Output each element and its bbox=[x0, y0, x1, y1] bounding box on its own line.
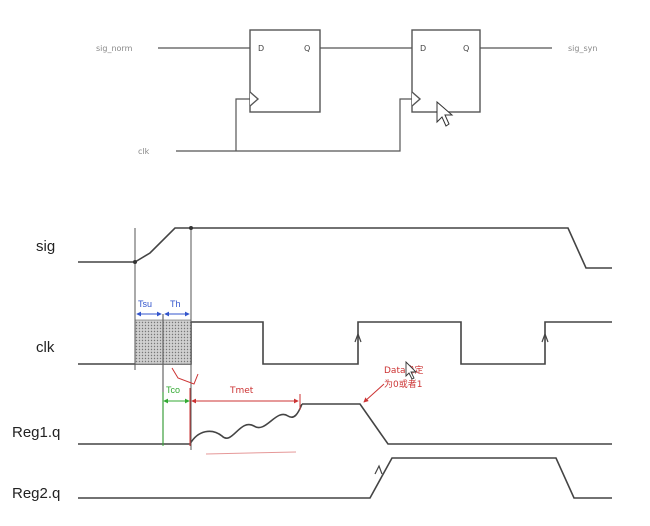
metastable-pointer bbox=[171, 367, 199, 385]
mouse-cursor-icon bbox=[405, 360, 418, 380]
waveform-reg1q bbox=[78, 403, 612, 445]
flip-flop-2 bbox=[411, 29, 481, 113]
note-line-1: Data稳定 bbox=[384, 364, 424, 376]
clk-edge-arrow-icon bbox=[354, 332, 362, 343]
tmet-underline bbox=[205, 451, 297, 455]
sig-marker bbox=[189, 226, 193, 230]
clock-port-label: clk bbox=[138, 147, 150, 156]
input-port-label: sig_norm bbox=[96, 44, 133, 53]
sig-marker bbox=[133, 260, 137, 264]
signal-label-clk: clk bbox=[36, 339, 55, 356]
circuit-schematic: sig_norm D Q D Q sig_syn clk bbox=[96, 29, 597, 156]
clock-wire-ff1 bbox=[235, 98, 250, 151]
ff1-q-pin: Q bbox=[304, 44, 310, 53]
mouse-cursor-icon bbox=[436, 100, 454, 127]
flip-flop-1 bbox=[249, 29, 321, 113]
ff2-clock-pin bbox=[411, 91, 422, 107]
signal-label-reg2q: Reg2.q bbox=[12, 485, 60, 502]
output-port-label: sig_syn bbox=[568, 44, 597, 53]
ff2-d-pin: D bbox=[420, 44, 426, 53]
ff2-q-pin: Q bbox=[463, 44, 469, 53]
tco-label: Tco bbox=[166, 385, 180, 395]
tsu-label: Tsu bbox=[138, 299, 152, 309]
signal-label-reg1q: Reg1.q bbox=[12, 424, 60, 441]
note-arrow bbox=[363, 383, 385, 403]
note-line-2: 为0或者1 bbox=[384, 378, 422, 390]
ff1-d-pin: D bbox=[258, 44, 264, 53]
reg2-edge-arrow-icon bbox=[374, 464, 383, 475]
waveform-sig bbox=[78, 227, 612, 269]
waveform-reg2q bbox=[78, 457, 612, 499]
signal-label-sig: sig bbox=[36, 238, 55, 255]
ff1-clock-pin bbox=[249, 91, 260, 107]
clk-edge-arrow-icon bbox=[541, 332, 549, 343]
th-label: Th bbox=[170, 299, 181, 309]
tmet-label: Tmet bbox=[229, 386, 254, 396]
clock-wire-ff2 bbox=[176, 98, 412, 152]
